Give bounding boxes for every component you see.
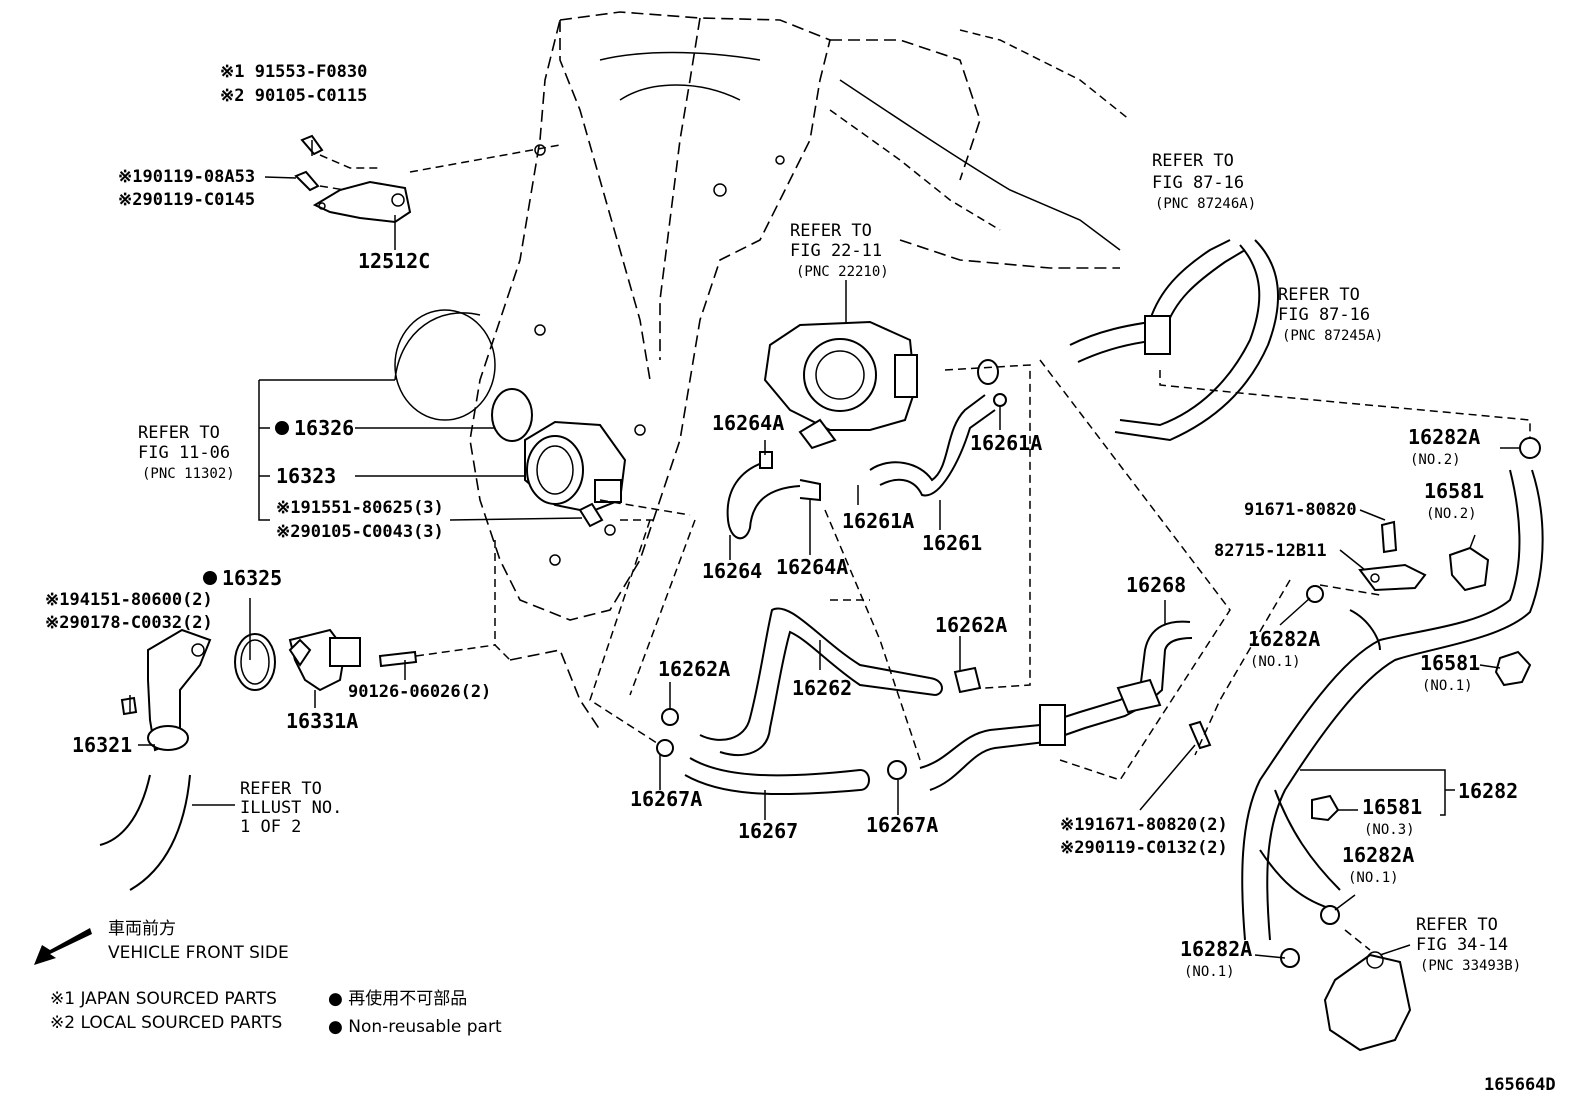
stud-90126 xyxy=(378,644,496,668)
refer-fig3414-line3: (PNC 33493B) xyxy=(1420,958,1521,974)
part-16264-label: 16264 xyxy=(702,559,762,583)
clamp-16581-no2 xyxy=(1448,546,1490,592)
front-side-en-label: VEHICLE FRONT SIDE xyxy=(108,943,289,963)
refer-fig22-line2: FIG 22-11 xyxy=(790,241,882,261)
bolt-91553-label: ※1 91553-F0830 xyxy=(220,62,367,82)
no2-label-b: (NO.2) xyxy=(1426,506,1477,522)
clamp-16581-no1 xyxy=(1494,650,1532,687)
thermostat-16331a xyxy=(288,628,361,692)
part-16264a-top-label: 16264A xyxy=(712,411,784,435)
clamp-16581-no3 xyxy=(1311,794,1340,822)
bolt-90119-c0145-label: ※290119-C0145 xyxy=(118,190,255,210)
bolt-91671-upper xyxy=(1380,520,1398,554)
refer-illust-line2: ILLUST NO. xyxy=(240,798,342,818)
refer-fig1106-line1: REFER TO xyxy=(138,423,220,443)
refer-fig8716b-line1: REFER TO xyxy=(1278,285,1360,305)
front-side-jp-label: 車両前方 xyxy=(108,919,176,939)
legend-non-reusable-en: ● Non-reusable part xyxy=(328,1017,502,1037)
refer-fig22-line3: (PNC 22210) xyxy=(796,264,889,280)
hose-16282 xyxy=(1241,437,1544,968)
part-16331a-label: 16331A xyxy=(286,709,358,733)
part-16282a-no1c-label: 16282A xyxy=(1180,937,1252,961)
part-16267a-left-label: 16267A xyxy=(630,787,702,811)
bolt-91671-label: 91671-80820 xyxy=(1244,500,1357,520)
bolt-90105-c0043-label: ※290105-C0043(3) xyxy=(276,522,444,542)
refer-illust-line3: 1 OF 2 xyxy=(240,817,301,837)
part-16261a-top-label: 16261A xyxy=(970,431,1042,455)
water-outlet-16323 xyxy=(524,420,627,528)
vehicle-front-arrow-icon xyxy=(34,928,92,965)
part-16581-no3-label: 16581 xyxy=(1362,795,1422,819)
hose-16267 xyxy=(656,708,907,796)
refer-fig8716a-line2: FIG 87-16 xyxy=(1152,173,1244,193)
part-16267a-right-label: 16267A xyxy=(866,813,938,837)
refer-illust-line1: REFER TO xyxy=(240,779,322,799)
vacuum-pump-33493b xyxy=(1323,951,1412,1052)
hose-87245a xyxy=(1114,239,1279,442)
throttle-body xyxy=(763,320,918,450)
no1-label-b: (NO.1) xyxy=(1422,678,1473,694)
no1-label-c: (NO.1) xyxy=(1348,870,1399,886)
bolt-90105-label: ※2 90105-C0115 xyxy=(220,86,367,106)
hose-87246a xyxy=(1069,239,1246,363)
bracket-82715 xyxy=(1358,563,1427,592)
bolt-91551-label: ※191551-80625(3) xyxy=(276,498,444,518)
legend-non-reusable-jp: ● 再使用不可部品 xyxy=(328,988,467,1009)
refer-fig22-line1: REFER TO xyxy=(790,221,872,241)
bolt-91671-2-label: ※191671-80820(2) xyxy=(1060,815,1228,835)
no3-label: (NO.3) xyxy=(1364,822,1415,838)
part-16268-label: 16268 xyxy=(1126,573,1186,597)
hose-16262 xyxy=(699,607,982,756)
part-16262a-left-label: 16262A xyxy=(658,657,730,681)
refer-fig3414-line2: FIG 34-14 xyxy=(1416,935,1508,955)
part-16262-label: 16262 xyxy=(792,676,852,700)
bolt-90119-c0132-label: ※290119-C0132(2) xyxy=(1060,838,1228,858)
refer-fig1106-line2: FIG 11-06 xyxy=(138,443,230,463)
part-16282a-no2-label: 16282A xyxy=(1408,425,1480,449)
water-inlet-16321 xyxy=(120,628,212,752)
refer-fig8716b-line2: FIG 87-16 xyxy=(1278,305,1370,325)
part-16261a-mid-label: 16261A xyxy=(842,509,914,533)
part-16321-label: 16321 xyxy=(72,733,132,757)
bolt-90119-08a53-label: ※190119-08A53 xyxy=(118,167,255,187)
part-16282a-no1a-label: 16282A xyxy=(1248,627,1320,651)
part-16325-label: 16325 xyxy=(222,566,282,590)
nut-90178-label: ※290178-C0032(2) xyxy=(45,613,213,633)
gasket-16326 xyxy=(491,388,533,442)
part-16323-label: 16323 xyxy=(276,464,336,488)
hose-16264 xyxy=(726,451,821,540)
part-16262a-right-label: 16262A xyxy=(935,613,1007,637)
part-16326-label: 16326 xyxy=(294,416,354,440)
part-16264a-bottom-label: 16264A xyxy=(776,555,848,579)
part-16282a-no1b-label: 16282A xyxy=(1342,843,1414,867)
non-reusable-dot-icon xyxy=(203,571,217,585)
part-12512c-label: 12512C xyxy=(358,249,430,273)
no2-label-a: (NO.2) xyxy=(1410,452,1461,468)
legend-local-sourced: ※2 LOCAL SOURCED PARTS xyxy=(50,1013,282,1033)
bracket-12512c xyxy=(294,134,412,224)
nut-94151-label: ※194151-80600(2) xyxy=(45,590,213,610)
refer-fig8716a-line3: (PNC 87246A) xyxy=(1155,196,1256,212)
hose-16268 xyxy=(919,620,1193,791)
refer-fig3414-line1: REFER TO xyxy=(1416,915,1498,935)
engine-timing-cover xyxy=(394,11,1131,731)
non-reusable-dot-icon xyxy=(275,421,289,435)
bracket-82715-label: 82715-12B11 xyxy=(1214,541,1327,561)
no1-label-d: (NO.1) xyxy=(1184,964,1235,980)
bolt-91671-lower xyxy=(1188,720,1212,750)
refer-fig1106-line3: (PNC 11302) xyxy=(142,466,235,482)
legend-japan-sourced: ※1 JAPAN SOURCED PARTS xyxy=(50,989,277,1009)
diagram-id-label: 165664D xyxy=(1484,1075,1556,1095)
refer-fig8716a-line1: REFER TO xyxy=(1152,151,1234,171)
part-16267-label: 16267 xyxy=(738,819,798,843)
stud-90126-label: 90126-06026(2) xyxy=(348,682,491,702)
refer-fig8716b-line3: (PNC 87245A) xyxy=(1282,328,1383,344)
part-16282-label: 16282 xyxy=(1458,779,1518,803)
gasket-16325 xyxy=(234,633,276,691)
part-16581-no1-label: 16581 xyxy=(1420,651,1480,675)
no1-label-a: (NO.1) xyxy=(1250,654,1301,670)
part-16581-no2-label: 16581 xyxy=(1424,479,1484,503)
part-16261-label: 16261 xyxy=(922,531,982,555)
